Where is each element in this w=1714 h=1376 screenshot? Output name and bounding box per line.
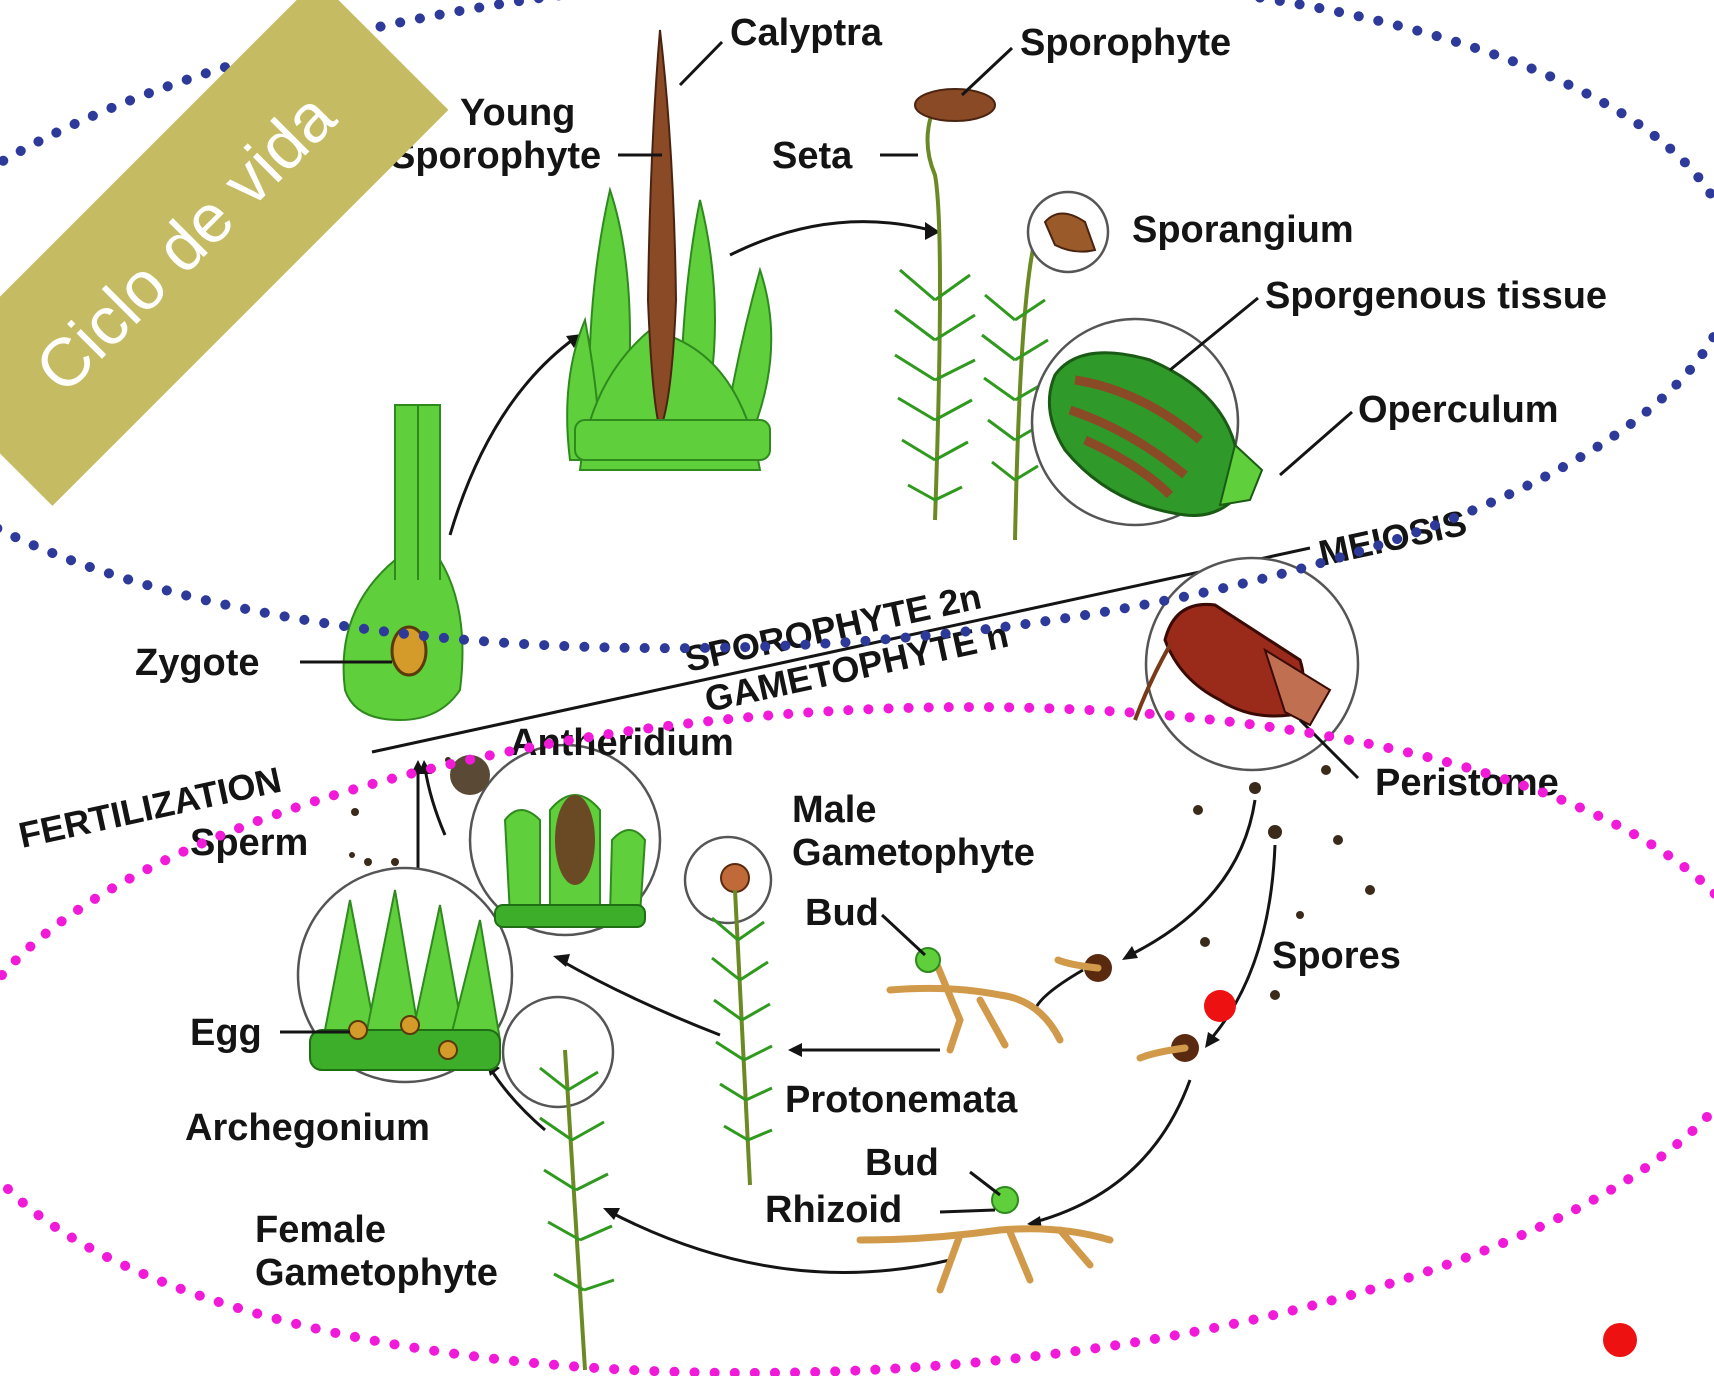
female-zoom-circle: [503, 997, 613, 1107]
archegonium-label: Archegonium: [185, 1107, 430, 1149]
female-gametophyte-label-line1: Female: [255, 1209, 386, 1251]
calyptra-label: Calyptra: [730, 12, 883, 54]
egg-label: Egg: [190, 1012, 262, 1054]
zygote-label: Zygote: [135, 642, 260, 684]
egg-cell-2: [401, 1016, 419, 1034]
young-sporophyte-label-line1: Young: [460, 92, 575, 134]
sporangium-label: Sporangium: [1132, 209, 1354, 251]
operculum-label: Operculum: [1358, 389, 1559, 431]
sperm-label: Sperm: [190, 822, 308, 864]
spores-label: Spores: [1272, 935, 1401, 977]
mature-sporophyte-illustration: [895, 89, 1048, 540]
young-sporophyte-label-line2: Sporophyte: [390, 135, 601, 177]
marker-dot-1: [1204, 990, 1236, 1022]
egg-cell-1: [349, 1021, 367, 1039]
male-gametophyte-label-line1: Male: [792, 789, 876, 831]
female-gametophyte-label-line2: Gametophyte: [255, 1252, 498, 1294]
arrow-to-rhizoid-bud: [1035, 1080, 1190, 1222]
marker-dot-2: [1603, 1323, 1637, 1357]
arrow-spore-to-protonema-2: [1035, 970, 1083, 1010]
protonemata-illustration: [890, 948, 1199, 1062]
arrow-young-to-mature-sporophyte: [730, 222, 930, 255]
arrow-antheridium-to-fertilization: [425, 768, 445, 835]
sporgenous-tissue-label: Sporgenous tissue: [1265, 275, 1607, 317]
male-gametophyte-label-line2: Gametophyte: [792, 832, 1035, 874]
egg-cell-3: [439, 1041, 457, 1059]
protonemata-label: Protonemata: [785, 1079, 1018, 1121]
zygote-archegonium-illustration: [344, 405, 463, 720]
bud-upper-label: Bud: [805, 892, 879, 934]
arrow-spore-to-protonema-1: [1130, 800, 1255, 955]
arrow-zygote-to-young-sporophyte: [450, 338, 575, 535]
bud-lower-label: Bud: [865, 1142, 939, 1184]
rhizoid-label: Rhizoid: [765, 1189, 902, 1231]
seta-label: Seta: [772, 135, 853, 177]
antheridium-label: Antheridium: [510, 722, 734, 764]
sporophyte-label: Sporophyte: [1020, 22, 1231, 64]
